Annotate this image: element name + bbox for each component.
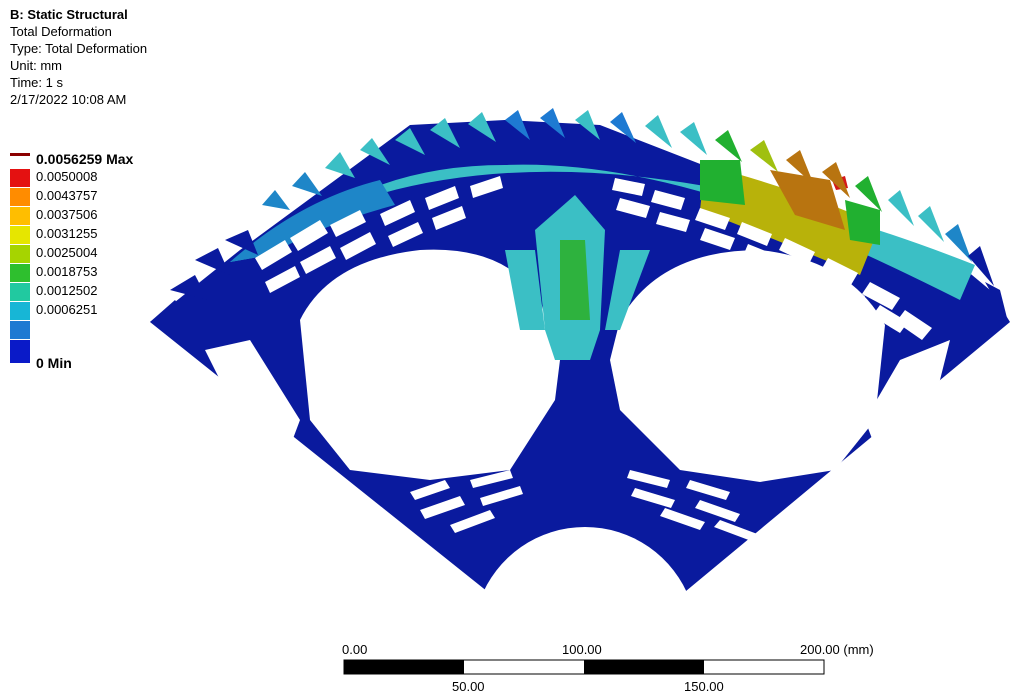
rim-band-green-2 [845, 200, 880, 245]
legend-level-label: 0.0006251 [36, 302, 98, 317]
right-frame-cavity [865, 340, 950, 460]
legend-swatch-2 [10, 187, 30, 206]
left-frame-cavity [205, 340, 300, 460]
scale-bar-graphic [343, 659, 825, 675]
analysis-title: B: Static Structural [10, 7, 128, 22]
lower-web-slots [410, 470, 760, 542]
cavity-left [300, 249, 560, 480]
result-name: Total Deformation [10, 24, 112, 39]
result-unit: Unit: mm [10, 58, 62, 73]
legend-level-label: 0.0012502 [36, 283, 98, 298]
left-spoke [505, 250, 545, 330]
legend-swatch-top [10, 152, 30, 156]
result-header: B: Static Structural Total Deformation T… [10, 6, 147, 108]
rim-band-left-blue [230, 180, 395, 262]
legend-swatch-6 [10, 263, 30, 282]
legend-swatch-4 [10, 225, 30, 244]
legend-max-label: 0.0056259 Max [36, 151, 134, 167]
right-spoke [605, 250, 650, 330]
legend-swatch-10 [10, 339, 30, 363]
legend-swatch-8 [10, 301, 30, 320]
legend-swatch-3 [10, 206, 30, 225]
gear-teeth [150, 108, 1008, 322]
result-date: 2/17/2022 10:08 AM [10, 92, 127, 107]
rim-band-high-orange [770, 170, 845, 230]
result-type: Type: Total Deformation [10, 41, 148, 56]
legend-level-label: 0.0025004 [36, 245, 98, 260]
legend-level-label: 0.0050008 [36, 169, 98, 184]
scale-label-top-2: 200.00 (mm) [800, 642, 874, 657]
hub-bore [470, 526, 700, 640]
legend-swatch-1 [10, 168, 30, 187]
cavity-right [610, 250, 885, 482]
rim-band-green [700, 160, 745, 205]
rim-band-high-yellow [700, 165, 880, 275]
scale-label-top-0: 0.00 [342, 642, 368, 657]
scale-bar: 0.00 100.00 200.00 (mm) 50.00 150.00 [340, 642, 874, 694]
legend-level-label: 0.0018753 [36, 264, 98, 279]
scale-label-top-1: 100.00 [562, 642, 602, 657]
result-time: Time: 1 s [10, 75, 63, 90]
center-spoke-green [560, 240, 590, 320]
legend-swatch-5 [10, 244, 30, 263]
scale-label-bottom-1: 150.00 [684, 679, 724, 694]
legend-swatch-9 [10, 320, 30, 339]
legend-swatch-7 [10, 282, 30, 301]
legend-level-label: 0.0031255 [36, 226, 98, 241]
scale-label-bottom-0: 50.00 [452, 679, 485, 694]
legend-level-label: 0.0037506 [36, 207, 98, 222]
legend-level-label: 0.0043757 [36, 188, 98, 203]
legend-min-label: 0 Min [36, 355, 72, 371]
